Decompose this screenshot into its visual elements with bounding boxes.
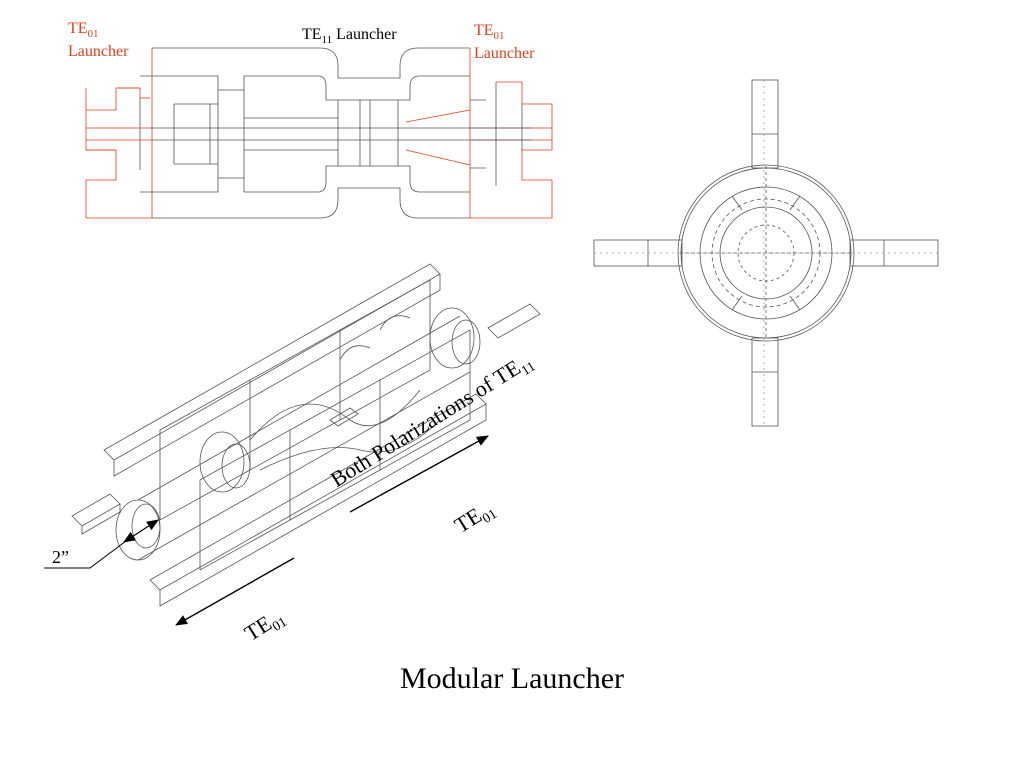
- left-launcher-label: TE01 Launcher: [68, 20, 129, 60]
- center-launcher-label: TE11 Launcher: [302, 26, 397, 46]
- te01-arrow: [175, 557, 295, 626]
- diameter-leader-line: [44, 537, 131, 569]
- diameter-label: 2”: [52, 547, 69, 567]
- end-view-drawing: [593, 79, 939, 427]
- right-te01-launcher-outline: [405, 48, 553, 219]
- side-view-drawing: [85, 47, 553, 219]
- page-caption: Modular Launcher: [399, 662, 625, 695]
- both-polarizations-arrow: [349, 435, 489, 513]
- isometric-drawing: [71, 263, 541, 607]
- left-te01-launcher-outline: [85, 48, 153, 219]
- right-launcher-label: TE01 Launcher: [474, 22, 535, 62]
- te11-launcher-body: [139, 47, 532, 219]
